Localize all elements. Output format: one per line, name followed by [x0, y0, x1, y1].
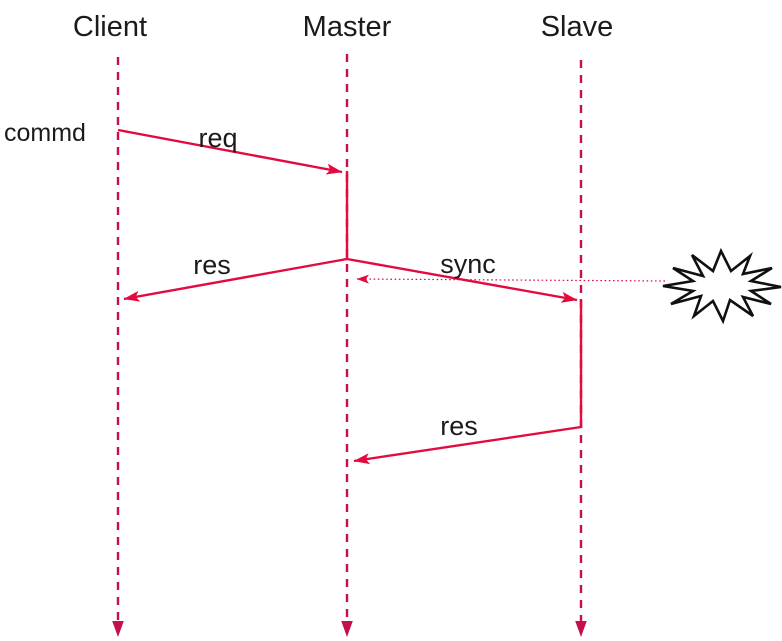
- message-res-slave-to-master: [353, 425, 582, 465]
- message-res-master-to-client: [123, 257, 348, 302]
- explosion-burst-icon: [662, 247, 782, 325]
- message-label-sync: sync: [440, 249, 496, 279]
- lifeline-client-end-arrow-icon: [112, 621, 124, 637]
- lifeline-slave-end-arrow-icon: [575, 621, 587, 637]
- message-label-req: req: [198, 123, 237, 153]
- actor-label-master: Master: [303, 11, 392, 43]
- message-label-res-lower: res: [440, 411, 478, 441]
- lifeline-master-end-arrow-icon: [341, 621, 353, 637]
- message-label-res-upper: res: [193, 250, 231, 280]
- side-note-commd: commd: [4, 119, 86, 147]
- message-dotted-explosion-to-master: [356, 274, 666, 284]
- actor-label-slave: Slave: [541, 11, 614, 43]
- actor-label-client: Client: [73, 11, 147, 43]
- message-req-client-to-master: [117, 128, 343, 175]
